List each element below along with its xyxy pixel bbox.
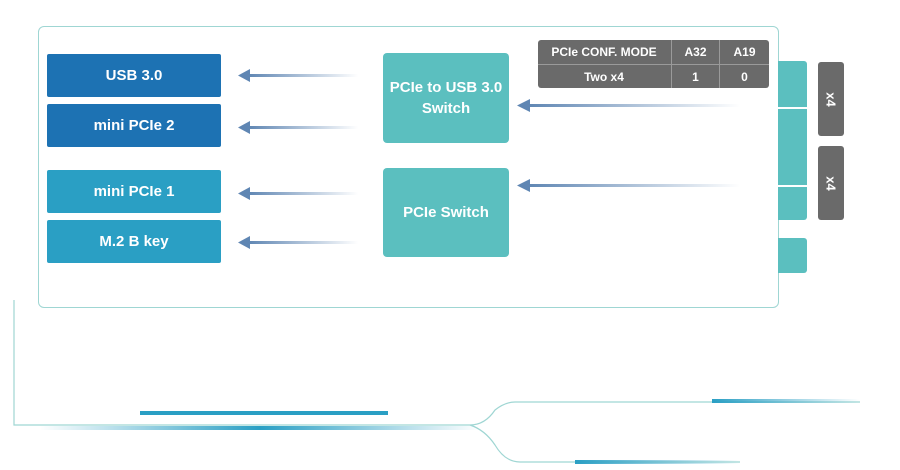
pcie-switch-block: PCIe Switch [383, 168, 509, 257]
arrow-to-usb-switch [517, 99, 740, 112]
pcie-to-usb-switch-label-line1: PCIe to USB 3.0 [389, 79, 503, 96]
usb30-block: USB 3.0 [47, 54, 221, 97]
conf-header-a19: A19 [719, 40, 769, 64]
conf-header-a32: A32 [671, 40, 719, 64]
conf-row-a19: 0 [719, 65, 769, 88]
edge-connector-main [778, 61, 807, 220]
lane-tag-x4-top: x4 [818, 62, 844, 136]
arrow-to-mini-pcie-2 [238, 121, 358, 134]
conf-header-mode: PCIe CONF. MODE [551, 45, 657, 59]
edge-connector-key [778, 238, 807, 273]
arrow-to-usb30 [238, 69, 358, 82]
pcie-to-usb-switch-block: PCIe to USB 3.0 Switch [383, 53, 509, 143]
mini-pcie-1-block: mini PCIe 1 [47, 170, 221, 213]
pcie-to-usb-switch-label-line2: Switch [421, 100, 471, 117]
lane-tag-x4-bottom: x4 [818, 146, 844, 220]
pcie-conf-table: PCIe CONF. MODE A32 A19 Two x4 1 0 [538, 40, 769, 88]
circuit-traces [13, 300, 860, 463]
arrow-to-m2-b-key [238, 236, 358, 249]
conf-row-a32: 1 [671, 65, 719, 88]
arrow-to-mini-pcie-1 [238, 187, 358, 200]
m2-b-key-block: M.2 B key [47, 220, 221, 263]
mini-pcie-2-block: mini PCIe 2 [47, 104, 221, 147]
arrow-to-pcie-switch [517, 179, 740, 192]
conf-row-mode: Two x4 [584, 69, 624, 84]
